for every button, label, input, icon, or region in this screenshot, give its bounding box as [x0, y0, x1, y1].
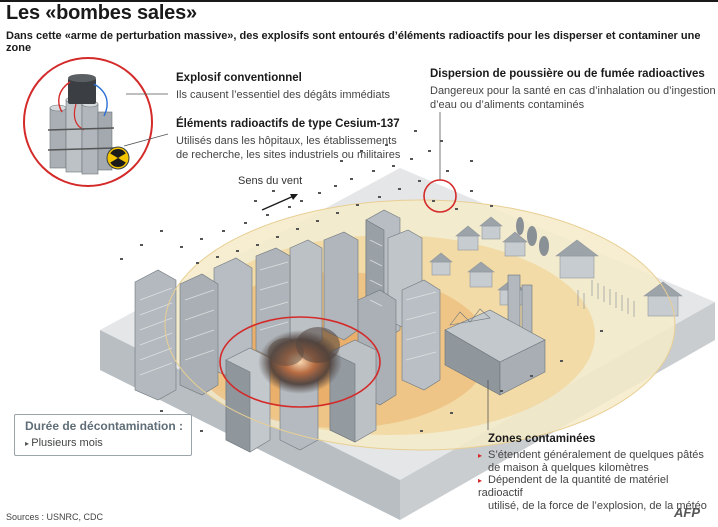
zone-item-1: ▸S’étendent généralement de quelques pât… — [478, 449, 704, 474]
dispersion-text-line2: d’eau ou d’aliments contaminés — [430, 99, 585, 111]
dispersion-text-line1: Dangereux pour la santé en cas d’inhalat… — [430, 85, 716, 97]
wind-label: Sens du vent — [238, 175, 303, 187]
trees — [516, 217, 549, 256]
decontamination-box: Durée de décontamination : ▸ Plusieurs m… — [14, 414, 192, 456]
callout-circle-icon — [423, 179, 457, 213]
zone-item-2: ▸Dépendent de la quantité de matériel ra… — [478, 474, 707, 512]
blast-zone-outline — [219, 316, 381, 408]
radiation-icon — [106, 146, 130, 170]
radioactive-title: Éléments radioactifs de type Cesium-137 — [176, 118, 400, 130]
afp-logo: AFP — [674, 505, 700, 520]
zones-title: Zones contaminées — [488, 433, 596, 445]
dirty-bomb-icon — [23, 57, 153, 187]
explosive-title: Explosif conventionnel — [176, 72, 302, 84]
radioactive-text-line2: de recherche, les sites industriels ou m… — [176, 149, 401, 161]
sources: Sources : USNRC, CDC — [6, 512, 104, 522]
factory — [444, 274, 546, 396]
page-title: Les «bombes sales» — [6, 2, 197, 24]
building-windows — [139, 239, 437, 376]
wind-arrow-icon — [261, 194, 298, 211]
fields — [577, 280, 635, 317]
dispersion-title: Dispersion de poussière ou de fumée radi… — [430, 68, 705, 80]
page-subtitle: Dans cette «arme de perturbation massive… — [6, 30, 701, 54]
dust-particles — [120, 130, 603, 432]
decontamination-title: Durée de décontamination : — [25, 419, 184, 433]
explosive-text: Ils causent l’essentiel des dégâts imméd… — [176, 89, 390, 101]
leader-lines — [123, 93, 489, 430]
decontamination-item: ▸ Plusieurs mois — [25, 437, 103, 449]
blast-cloud — [258, 327, 342, 394]
radioactive-text-line1: Utilisés dans les hôpitaux, les établiss… — [176, 135, 397, 147]
